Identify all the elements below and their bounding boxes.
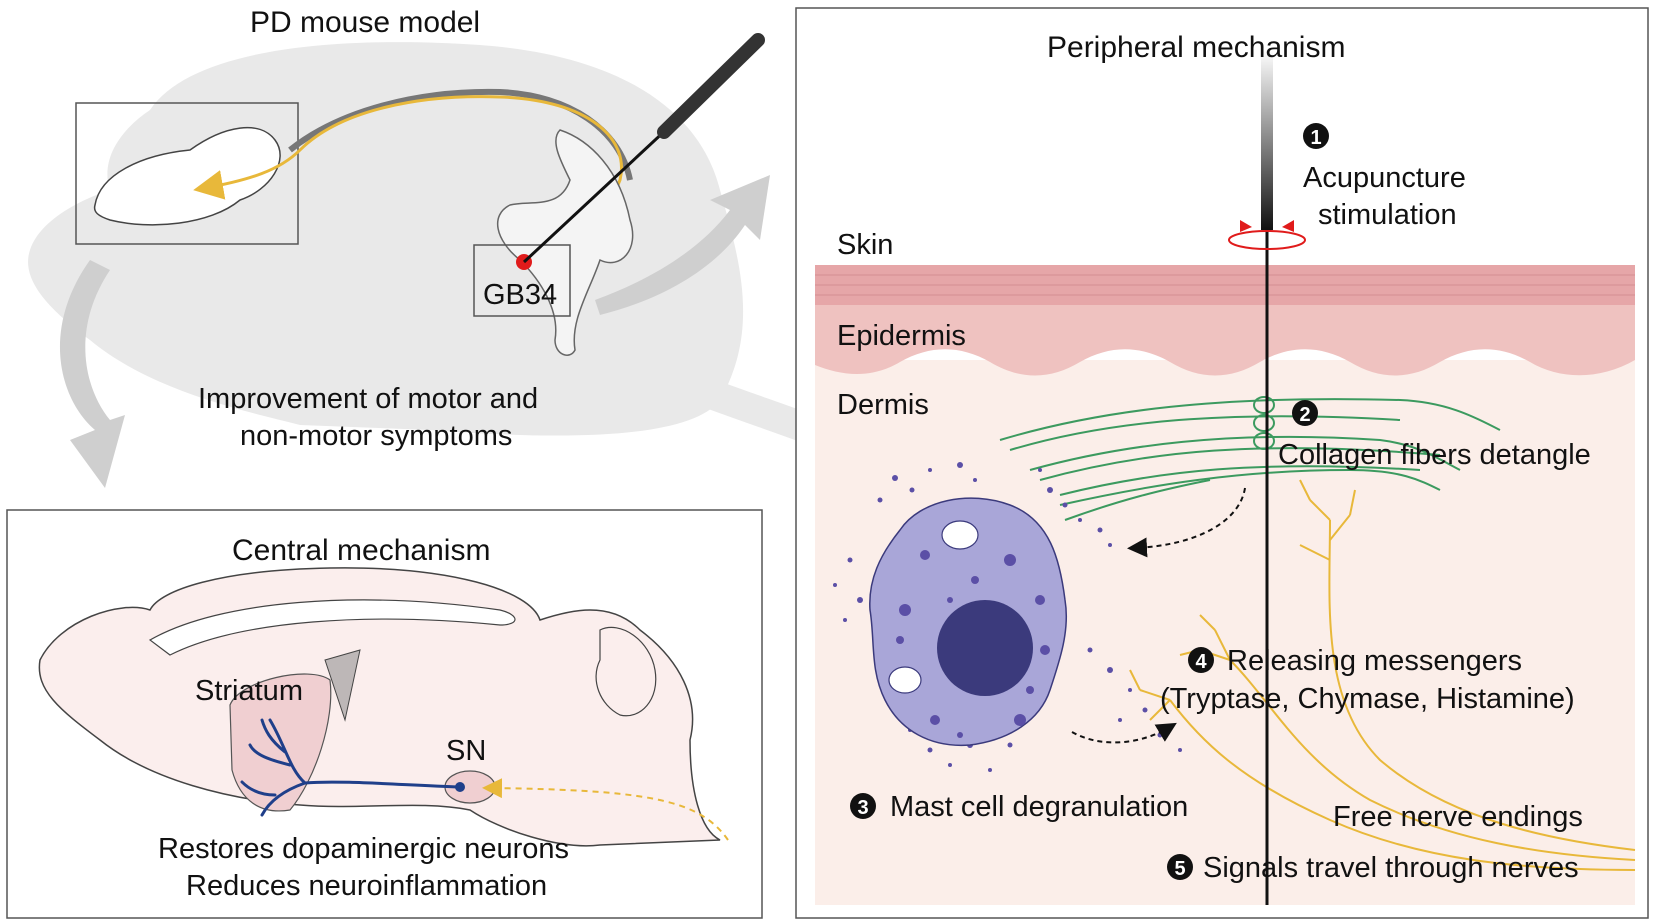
gb34-label: GB34 xyxy=(483,279,557,311)
ascending-signal xyxy=(482,778,729,841)
mouse-panel-title: PD mouse model xyxy=(250,6,480,39)
twist-indicator xyxy=(1228,230,1306,250)
needle-handle xyxy=(657,33,765,139)
effect-line-2: non-motor symptoms xyxy=(240,420,512,452)
collagen-fibers xyxy=(999,398,1501,521)
step-2-label: Collagen fibers detangle xyxy=(1278,439,1591,471)
nerve-endings-label: Free nerve endings xyxy=(1333,801,1583,833)
mouse-brain xyxy=(93,127,281,226)
skin-label: Skin xyxy=(837,229,893,261)
mouse-silhouette xyxy=(28,42,744,436)
stimulus-arrow xyxy=(1127,487,1246,558)
central-panel-title: Central mechanism xyxy=(232,534,490,567)
step-1-line-1: Acupuncture xyxy=(1303,162,1466,194)
central-panel: Central mechanism Striatum SN Restores d… xyxy=(6,509,763,919)
step-5-badge xyxy=(1167,854,1193,880)
release-arrow xyxy=(1071,722,1177,744)
result-line-1: Restores dopaminergic neurons xyxy=(158,833,569,865)
mast-cell-vacuole-1 xyxy=(941,520,979,550)
step-2-badge xyxy=(1292,400,1318,426)
step-1-line-2: stimulation xyxy=(1318,199,1457,231)
free-nerve-endings xyxy=(1129,479,1636,871)
step-1-num: 1 xyxy=(1310,127,1321,149)
collagen-loops xyxy=(1253,396,1275,450)
step-4-line-2: (Tryptase, Chymase, Histamine) xyxy=(1160,683,1575,715)
sn-label: SN xyxy=(446,735,486,767)
mouse-panel: GB34 PD mouse model Improvement of motor… xyxy=(28,6,908,488)
twist-arrow-right xyxy=(1282,220,1294,232)
released-granules xyxy=(833,462,1182,772)
ventricle xyxy=(324,649,361,722)
step-4-line-1: Releasing messengers xyxy=(1227,645,1522,677)
step-1-badge xyxy=(1303,123,1329,149)
striatum-label: Striatum xyxy=(195,675,303,707)
step-3-label: Mast cell degranulation xyxy=(890,791,1188,823)
dermis-label: Dermis xyxy=(837,389,929,421)
result-line-2: Reduces neuroinflammation xyxy=(186,870,547,902)
mast-cell-granules xyxy=(896,550,1050,738)
step-5-num: 5 xyxy=(1174,858,1185,880)
corpus-callosum xyxy=(148,599,516,656)
effect-line-1: Improvement of motor and xyxy=(198,383,538,415)
step-badges: 1 2 3 4 5 xyxy=(850,123,1329,880)
hind-leg xyxy=(496,129,634,356)
step-4-num: 4 xyxy=(1195,651,1207,673)
mast-cell-nucleus xyxy=(937,600,1033,696)
dopaminergic-neuron xyxy=(240,718,462,817)
needle-handle-gradient xyxy=(1261,50,1273,230)
step-3-num: 3 xyxy=(857,797,868,819)
cerebellum xyxy=(595,626,657,717)
epidermis-layer xyxy=(815,300,1635,376)
arrow-to-central xyxy=(59,260,125,488)
acupuncture-needle xyxy=(522,126,670,264)
step-4-badge xyxy=(1188,647,1214,673)
step-3-badge xyxy=(850,793,876,819)
mast-cell-vacuole-2 xyxy=(888,666,922,694)
peripheral-panel-title: Peripheral mechanism xyxy=(1047,31,1345,64)
sn-neuron-soma xyxy=(455,782,465,792)
brain-box xyxy=(75,102,299,245)
twist-arrow-left xyxy=(1240,220,1252,232)
arrow-to-peripheral xyxy=(595,175,770,315)
peripheral-panel: 1 2 3 4 5 Peripheral mechanism Skin Epid… xyxy=(795,7,1649,919)
gb34-box xyxy=(473,244,571,317)
epidermis-label: Epidermis xyxy=(837,320,966,352)
step-2-num: 2 xyxy=(1299,404,1310,426)
step-5-label: Signals travel through nerves xyxy=(1203,852,1579,884)
